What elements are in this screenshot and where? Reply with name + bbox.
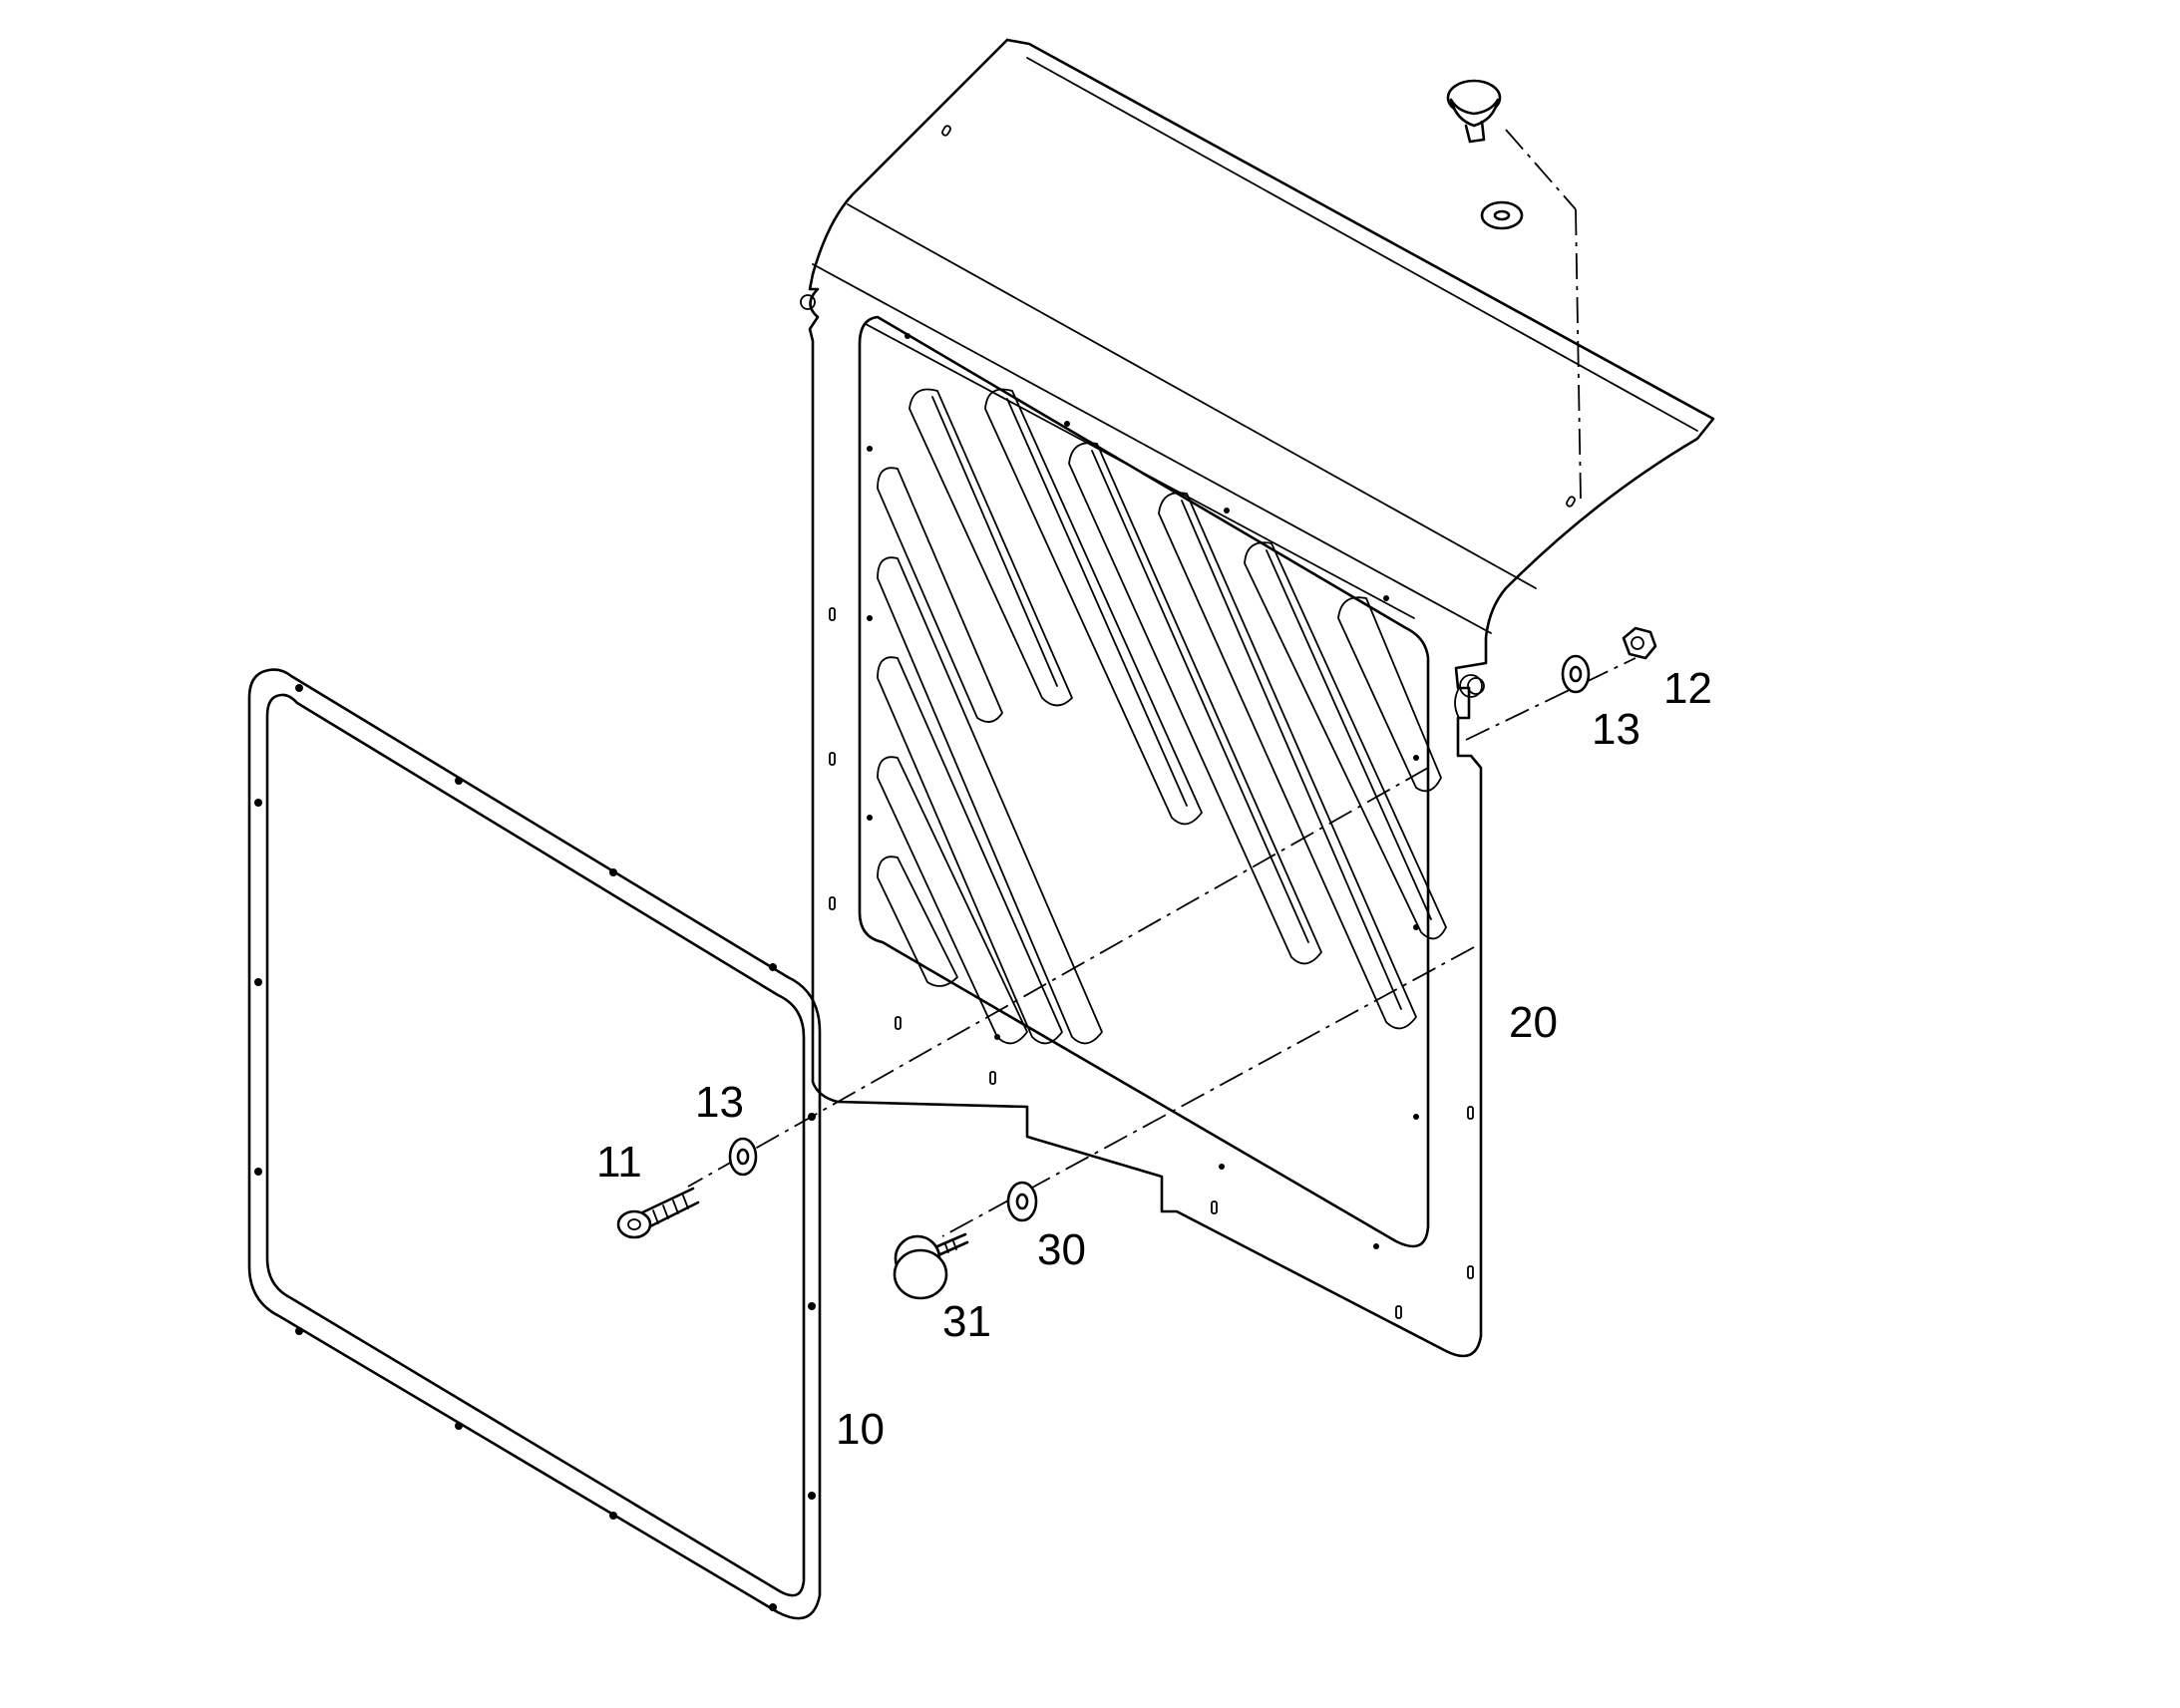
callout-13-left: 13 [695, 1078, 744, 1127]
washer-part-13-right [1561, 654, 1591, 694]
assembly-centerlines [687, 129, 1636, 1237]
washer-part-30 [1006, 1181, 1038, 1222]
callout-30: 30 [1037, 1225, 1086, 1274]
callout-11: 11 [596, 1138, 642, 1187]
callout-labels: 10 11 12 13 13 20 30 31 [596, 664, 1712, 1454]
knob-screw-part-31 [893, 1232, 969, 1300]
top-knob-fastener [1446, 79, 1524, 230]
bolt-part-11 [616, 1187, 700, 1239]
gasket-frame [247, 668, 822, 1620]
grille-hood-panel [800, 38, 1715, 1358]
callout-10: 10 [836, 1405, 885, 1454]
washer-part-13-left [728, 1137, 758, 1177]
callout-20: 20 [1509, 998, 1558, 1047]
nut-part-12 [1622, 626, 1657, 660]
callout-13-right: 13 [1592, 705, 1640, 754]
callout-31: 31 [942, 1297, 991, 1346]
callout-12: 12 [1663, 664, 1712, 713]
